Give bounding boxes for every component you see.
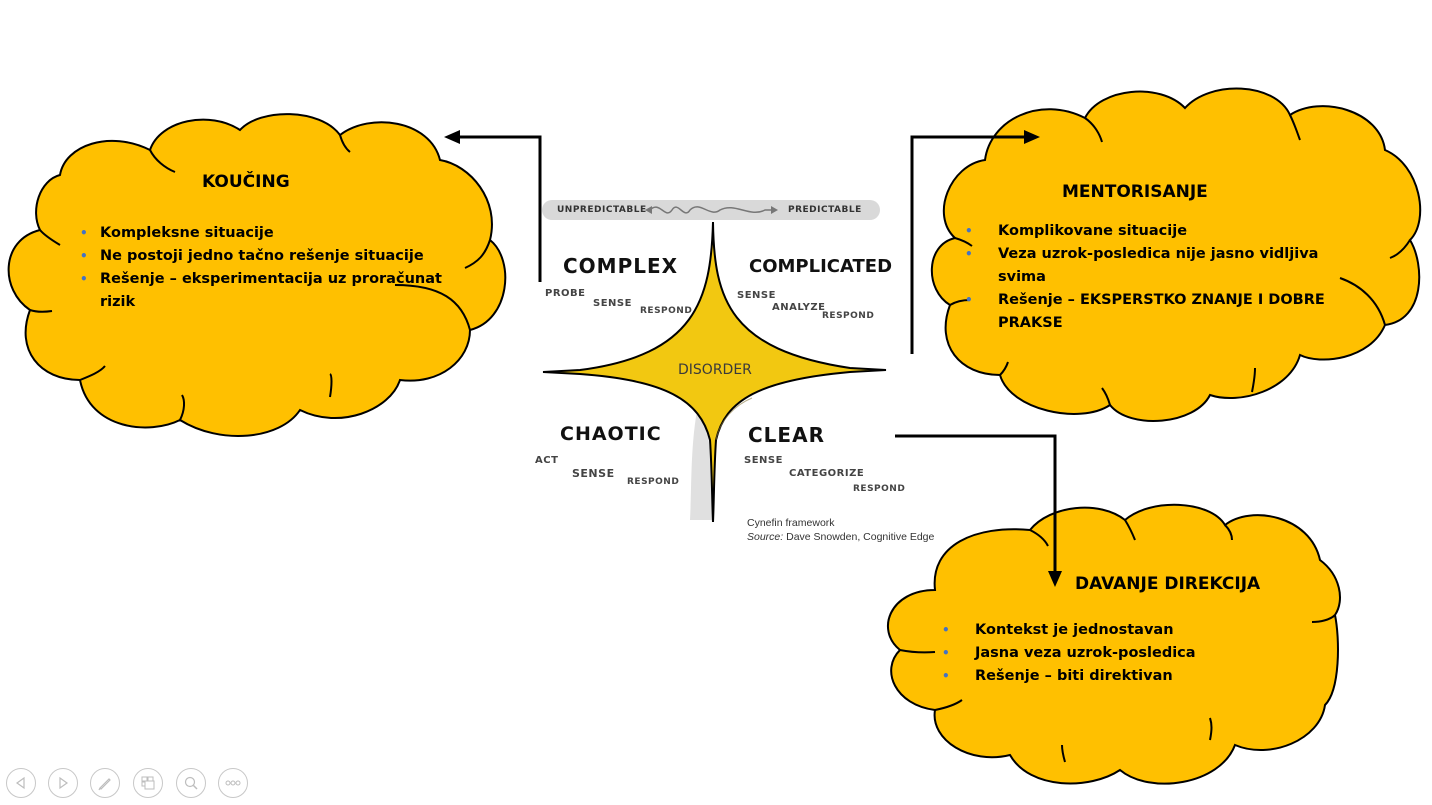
domain-clear-label: CLEAR <box>748 423 825 447</box>
mentoring-bullet-2: •Veza uzrok-posledica nije jasno vidljiv… <box>965 246 1319 285</box>
chaotic-step-3: RESPOND <box>627 477 680 487</box>
zoom-icon <box>184 776 198 790</box>
complicated-step-1: SENSE <box>737 290 776 301</box>
predictability-scale <box>542 200 880 220</box>
chaotic-step-2: SENSE <box>572 467 615 480</box>
coaching-title: KOUČING <box>202 172 290 192</box>
more-icon <box>225 780 241 786</box>
complex-step-1: PROBE <box>545 288 586 299</box>
mentoring-bullet-3: •Rešenje – EKSPERSTKO ZNANJE I DOBRE PRA… <box>965 292 1325 331</box>
directing-bullet-2: •Jasna veza uzrok-posledica <box>942 645 1196 661</box>
domain-chaotic-label: CHAOTIC <box>560 423 662 445</box>
coaching-bullets: •Kompleksne situacije •Ne postoji jedno … <box>80 222 442 314</box>
next-icon <box>59 776 69 790</box>
connector-coaching <box>444 130 542 282</box>
complex-step-3: RESPOND <box>640 306 693 316</box>
caption-title: Cynefin framework <box>747 517 835 529</box>
scale-right-label: PREDICTABLE <box>788 205 862 215</box>
mentoring-title: MENTORISANJE <box>1062 182 1208 202</box>
complicated-step-2: ANALYZE <box>772 302 826 313</box>
domain-complicated-label: COMPLICATED <box>749 256 893 277</box>
previous-slide-button[interactable] <box>6 768 36 798</box>
more-options-button[interactable] <box>218 768 248 798</box>
coaching-bullet-1: •Kompleksne situacije <box>80 225 274 241</box>
pen-icon <box>98 778 111 791</box>
cloud-coaching-shape <box>7 113 507 437</box>
domain-complex-label: COMPLEX <box>563 254 679 278</box>
coaching-bullet-2: •Ne postoji jedno tačno rešenje situacij… <box>80 248 424 264</box>
disorder-shape <box>542 221 887 523</box>
caption-source: Source: Dave Snowden, Cognitive Edge <box>747 530 934 544</box>
connector-directing <box>895 434 1062 587</box>
scale-left-label: UNPREDICTABLE <box>557 205 647 215</box>
complicated-step-3: RESPOND <box>822 311 875 321</box>
see-all-slides-button[interactable] <box>133 768 163 798</box>
scale-squiggle <box>649 206 775 214</box>
mentoring-bullet-1: •Komplikovane situacije <box>965 223 1188 239</box>
directing-bullets: •Kontekst je jednostavan •Jasna veza uzr… <box>942 619 1262 688</box>
directing-bullet-3: •Rešenje – biti direktivan <box>942 668 1173 684</box>
previous-icon <box>15 776 25 790</box>
cloud-directing-shape <box>887 503 1341 785</box>
caption-source-text: Dave Snowden, Cognitive Edge <box>783 531 935 543</box>
disorder-label: DISORDER <box>678 362 752 378</box>
zoom-button[interactable] <box>176 768 206 798</box>
mentoring-bullets: •Komplikovane situacije •Veza uzrok-posl… <box>965 220 1325 335</box>
coaching-bullet-3: •Rešenje – eksperimentacija uz proračuna… <box>80 271 442 310</box>
connector-mentoring <box>910 130 1040 354</box>
chaotic-step-1: ACT <box>535 455 559 466</box>
cloud-mentoring-shape <box>930 87 1422 422</box>
clear-step-3: RESPOND <box>853 484 906 494</box>
caption-source-label: Source: <box>747 531 784 543</box>
slides-grid-icon <box>141 776 155 790</box>
directing-title: DAVANJE DIREKCIJA <box>1075 574 1261 594</box>
next-slide-button[interactable] <box>48 768 78 798</box>
complex-step-2: SENSE <box>593 298 632 309</box>
clear-step-2: CATEGORIZE <box>789 468 865 479</box>
clear-step-1: SENSE <box>744 455 783 466</box>
cynefin-caption: Cynefin framework Source: Dave Snowden, … <box>747 516 934 544</box>
directing-bullet-1: •Kontekst je jednostavan <box>942 622 1174 638</box>
pen-tool-button[interactable] <box>90 768 120 798</box>
